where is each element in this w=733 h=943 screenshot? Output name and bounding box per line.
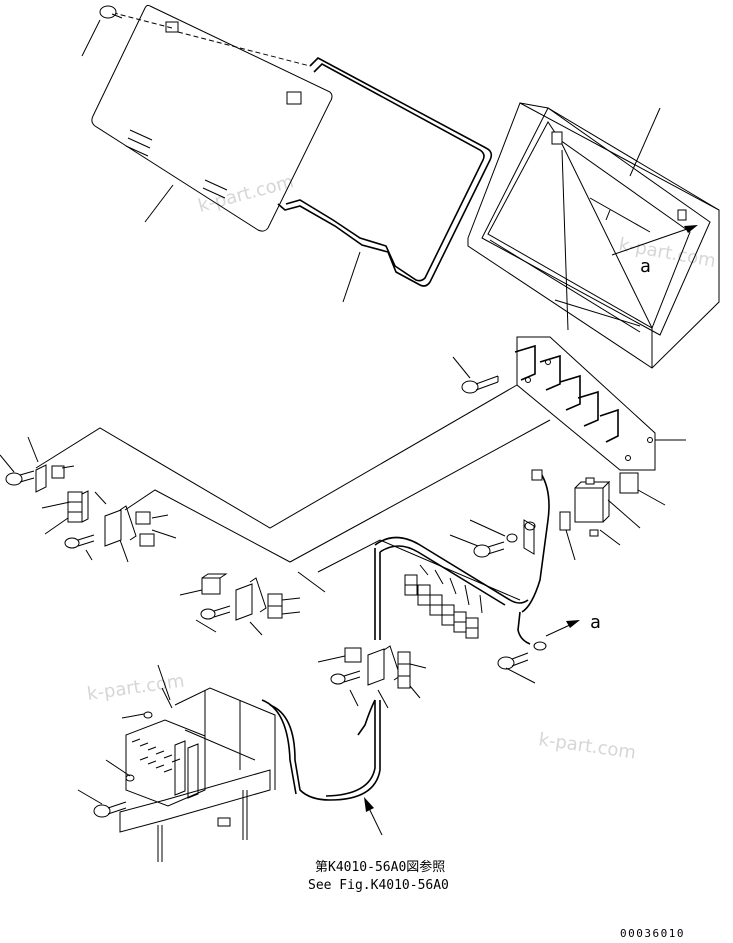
relay-plate: [514, 336, 686, 471]
relay-group-lower: [317, 645, 427, 709]
relay-group-left-1: [0, 436, 177, 563]
watermark-1: k-part.com: [196, 171, 296, 217]
fuse-block: [125, 719, 206, 807]
box-housing: [467, 102, 720, 369]
view-arrow-a-bottom: a: [545, 612, 601, 637]
fuse-box-assembly: [77, 664, 381, 862]
center-relay-cluster: [374, 469, 550, 651]
cover-plate: [91, 4, 333, 232]
relay-block-stack: [404, 574, 479, 639]
watermark-3: k-part.com: [86, 671, 186, 705]
plate-bolt: [452, 356, 499, 394]
screw-top: [81, 5, 123, 57]
reference-leader: [364, 797, 383, 836]
watermark-4: k-part.com: [537, 729, 637, 763]
reference-note-jp: 第K4010-56A0図参照: [315, 859, 445, 875]
view-label-a-top: a: [640, 256, 651, 277]
gasket: [277, 57, 493, 303]
harness-outline: [35, 384, 551, 601]
relay-group-left-2: [179, 573, 301, 636]
drawing-number: 00036010: [620, 927, 685, 940]
center-bolt: [449, 519, 518, 558]
reference-note-en: See Fig.K4010-56A0: [308, 878, 449, 893]
small-relays-right: [559, 472, 666, 561]
view-label-a-bottom: a: [590, 612, 601, 633]
ground-bolt: [497, 652, 536, 684]
view-arrow-a-top: a: [611, 225, 698, 277]
